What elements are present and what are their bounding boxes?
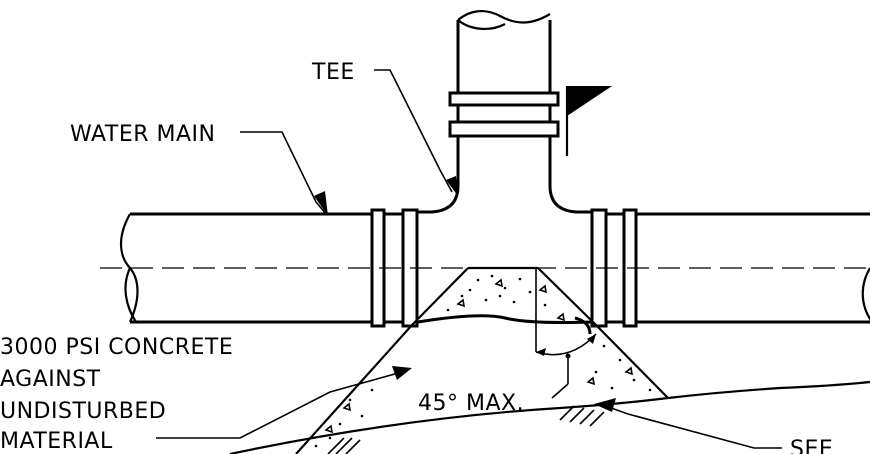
- water-main-leader: [240, 131, 328, 216]
- thrust-block: [295, 266, 669, 454]
- tee-label: TEE: [311, 60, 355, 85]
- branch-pipe: [456, 10, 552, 93]
- ground-line: [229, 380, 870, 454]
- water-main-label: WATER MAIN: [70, 122, 216, 147]
- flag-symbol: [565, 86, 612, 156]
- water-main-pipe: [119, 212, 870, 324]
- see-leader: [594, 398, 782, 449]
- angle-dimension: [535, 268, 597, 399]
- concrete-label-line4: MATERIAL: [0, 429, 113, 454]
- concrete-label-line1: 3000 PSI CONCRETE: [0, 335, 233, 360]
- concrete-label-line2: AGAINST: [0, 367, 101, 392]
- angle-label: 45° MAX.: [418, 391, 524, 416]
- earth-hatching: [327, 405, 605, 454]
- branch-flange: [448, 91, 560, 138]
- tee-leader: [374, 69, 458, 196]
- concrete-stipple: [314, 274, 652, 448]
- concrete-leader: [156, 366, 412, 439]
- tee-fitting: [417, 136, 593, 335]
- see-label: SEE: [790, 437, 833, 454]
- concrete-label-line3: UNDISTURBED: [0, 399, 166, 424]
